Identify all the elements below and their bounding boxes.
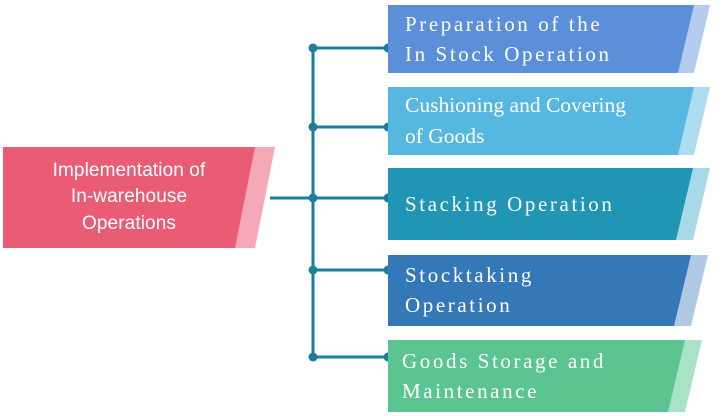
root-node-tail-shape: [229, 147, 275, 248]
branch-node-2-shape: [388, 87, 694, 155]
junction-dot-trunk-4: [308, 265, 318, 275]
branch-node-5-shape: [388, 340, 685, 412]
branch-node-4-shape: [388, 255, 691, 326]
branch-node-1[interactable]: Preparation of the In Stock Operation: [388, 5, 710, 73]
branch-node-5[interactable]: Goods Storage and Maintenance: [388, 340, 710, 412]
branch-node-3-shape: [388, 168, 693, 240]
junction-dot-trunk-2: [308, 122, 318, 132]
branch-node-2[interactable]: Cushioning and Covering of Goods: [388, 87, 710, 155]
branch-node-1-shape: [388, 5, 694, 73]
junction-dot-trunk-5: [308, 352, 318, 362]
branch-node-3-tail-shape: [671, 168, 710, 240]
branch-node-3[interactable]: Stacking Operation: [388, 168, 710, 240]
branch-node-4[interactable]: Stocktaking Operation: [388, 255, 710, 326]
root-node-shape: [3, 147, 255, 248]
root-node[interactable]: Implementation of In-warehouse Operation…: [3, 147, 275, 248]
junction-dot-trunk-3: [308, 193, 318, 203]
junction-dot-trunk-1: [308, 43, 318, 53]
